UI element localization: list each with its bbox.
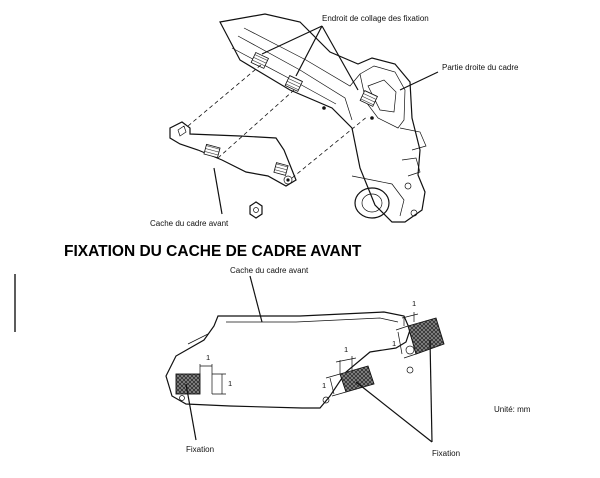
section-title: FIXATION DU CACHE DE CADRE AVANT [64,243,362,260]
frame-illustration [219,13,427,223]
assembly-dashes [187,63,369,179]
fixation-pad-right [407,317,445,355]
bonding-leaders [261,25,439,91]
dim-right-width: 1 [412,299,416,308]
label-unit: Unité: mm [494,405,531,414]
dim-left-width: 1 [206,353,210,362]
label-fixation-left: Fixation [186,445,214,454]
label-bonding-points: Endroit de collage des fixation [322,14,429,23]
dim-right-height: 1 [392,339,396,348]
frame-cover-detail [165,311,445,409]
fixation-leaders [185,339,433,443]
cover-bottom-leader [249,275,263,323]
label-frame-right: Partie droite du cadre [442,63,519,72]
fixation-pad-middle [339,365,375,393]
dim-left-height: 1 [228,379,232,388]
label-cover-top: Cache du cadre avant [150,219,229,228]
dim-middle-width: 1 [344,345,348,354]
dimension-lines [199,312,419,397]
dim-middle-height: 1 [322,381,326,390]
label-cover-bottom: Cache du cadre avant [230,266,309,275]
frame-cover-top [169,121,297,187]
label-fixation-right: Fixation [432,449,460,458]
cover-top-leader [213,167,223,215]
nut-part [249,201,263,219]
fixation-pad-left [175,373,201,395]
